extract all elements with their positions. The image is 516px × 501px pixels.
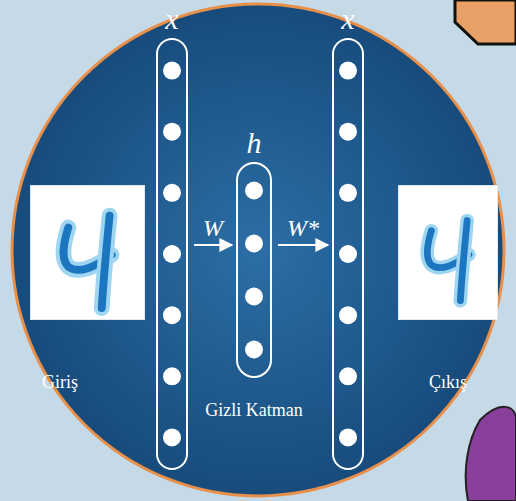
digit-box [30, 185, 145, 320]
neuron [339, 245, 357, 263]
neuron [163, 62, 181, 80]
weight-arrow [278, 244, 328, 246]
digit-stroke [102, 216, 110, 308]
weight-label: W* [287, 215, 319, 241]
brain-fragment [466, 407, 516, 501]
layer-column: hGizli Katman [194, 126, 314, 421]
digit-box [398, 185, 498, 320]
neuron [163, 184, 181, 202]
neuron [339, 306, 357, 324]
image-caption: Çıkış [398, 372, 498, 393]
neuron [245, 182, 263, 200]
neuron [339, 62, 357, 80]
neuron [245, 288, 263, 306]
digit-image [399, 186, 497, 319]
image-box: Çıkış [398, 185, 498, 393]
vector-label: x [150, 2, 194, 36]
neuron [339, 428, 357, 446]
layer-name: Gizli Katman [194, 400, 314, 421]
vector-label: h [194, 126, 314, 160]
neuron [163, 428, 181, 446]
digit-stroke [460, 221, 467, 301]
neuron [163, 123, 181, 141]
digit-stroke [460, 221, 467, 301]
neuron-dots [158, 40, 186, 468]
neuron [163, 367, 181, 385]
corner-shape [455, 0, 516, 44]
neuron [163, 306, 181, 324]
neuron-dots [334, 40, 362, 468]
column-outline [236, 162, 272, 378]
weight-label: W [203, 215, 223, 241]
image-caption: Giriş [30, 372, 145, 393]
weight-arrow [194, 244, 232, 246]
neuron [339, 123, 357, 141]
column-outline [156, 38, 188, 470]
column-outline [332, 38, 364, 470]
neuron [163, 245, 181, 263]
layer-column: x [326, 2, 370, 470]
vector-label: x [326, 2, 370, 36]
neuron-dots [238, 164, 270, 376]
layer-column: x [150, 2, 194, 470]
neuron [339, 367, 357, 385]
neuron [245, 235, 263, 253]
digit-image [31, 186, 144, 319]
neuron [339, 184, 357, 202]
neuron [245, 341, 263, 359]
image-box: Giriş [30, 185, 145, 393]
main-circle [12, 4, 504, 496]
digit-stroke [102, 216, 110, 308]
